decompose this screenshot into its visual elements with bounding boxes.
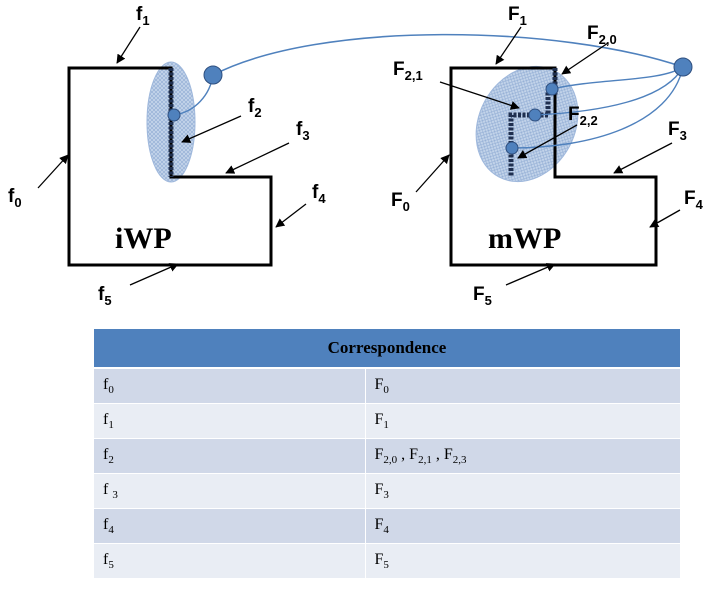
label-f5: f5 xyxy=(98,284,112,308)
symbol-base: F xyxy=(443,446,453,463)
right-part-name: mWP xyxy=(488,222,561,255)
connector-right-f22 xyxy=(511,66,684,149)
cell-right: F5 xyxy=(365,543,680,578)
cell-left: f1 xyxy=(94,403,366,439)
label-F4: F4 xyxy=(684,188,704,212)
label-F3: F3 xyxy=(668,119,687,143)
symbol-base: f xyxy=(103,411,109,428)
label-F20: F2,0 xyxy=(587,23,617,47)
symbol-subscript: 4 xyxy=(383,524,389,536)
symbol-subscript: 1 xyxy=(383,419,389,431)
arrow-f0 xyxy=(37,154,69,189)
arrow-F3 xyxy=(613,142,673,174)
left-part: iWP f1 f2 f3 f4 f0 f5 xyxy=(8,4,326,308)
arrow-F21 xyxy=(439,81,520,110)
cell-right: F3 xyxy=(365,473,680,509)
label-F1: F1 xyxy=(508,4,527,28)
arrow-F0 xyxy=(415,154,450,193)
cell-left: f2 xyxy=(94,438,366,474)
label-F0: F0 xyxy=(391,190,410,214)
feature-diagram: iWP f1 f2 f3 f4 f0 f5 mWP xyxy=(8,4,704,308)
arrow-f1 xyxy=(116,26,141,64)
symbol-base: f xyxy=(103,551,109,568)
symbol-subscript: 2,3 xyxy=(452,454,467,466)
symbol-subscript: 0 xyxy=(383,384,389,396)
arrow-f5 xyxy=(129,263,179,286)
right-node-f21 xyxy=(528,108,542,122)
symbol-base: F xyxy=(374,516,384,533)
symbol-base: F xyxy=(374,376,384,393)
arrow-f3 xyxy=(225,142,290,174)
left-node-f2 xyxy=(167,108,181,122)
symbol-separator: , xyxy=(397,446,410,463)
symbol-base: F xyxy=(374,481,384,498)
right-part: mWP F1 F2,0 F2,1 F2,2 F3 F4 xyxy=(391,4,704,308)
symbol-subscript: 0 xyxy=(108,384,114,396)
arrow-F5 xyxy=(505,263,556,286)
arrow-F4 xyxy=(649,209,681,228)
table-header: Correspondence xyxy=(94,329,680,369)
symbol-subscript: 2 xyxy=(108,454,114,466)
connector-right-f21 xyxy=(534,66,684,116)
symbol-subscript: 3 xyxy=(112,489,118,501)
symbol-base: F xyxy=(374,446,384,463)
left-node-connector xyxy=(203,65,223,85)
label-F5: F5 xyxy=(473,284,492,308)
right-node-f22 xyxy=(505,141,519,155)
cell-right: F4 xyxy=(365,508,680,544)
symbol-base: f xyxy=(103,376,109,393)
cell-right: F2,0 , F2,1 , F2,3 xyxy=(365,438,680,474)
cell-left: f5 xyxy=(94,543,366,578)
cell-left: f0 xyxy=(94,367,366,404)
symbol-subscript: 3 xyxy=(383,489,389,501)
symbol-subscript: 5 xyxy=(383,559,389,571)
symbol-base: F xyxy=(409,446,419,463)
symbol-base: f xyxy=(103,516,109,533)
connector-curve xyxy=(212,33,684,76)
left-part-name: iWP xyxy=(115,222,172,255)
label-f3: f3 xyxy=(296,119,310,143)
label-f4: f4 xyxy=(312,182,326,206)
arrow-F22 xyxy=(517,124,578,159)
label-F21: F2,1 xyxy=(393,59,423,83)
cell-right: F0 xyxy=(365,367,680,404)
symbol-subscript: 1 xyxy=(108,419,114,431)
label-f0: f0 xyxy=(8,186,22,210)
symbol-separator: , xyxy=(431,446,444,463)
symbol-subscript: 2,0 xyxy=(383,454,398,466)
right-node-connector xyxy=(673,57,693,77)
symbol-subscript: 5 xyxy=(108,559,114,571)
connector-right-f20 xyxy=(551,66,684,90)
label-f2: f2 xyxy=(248,96,262,120)
table-row: f5 F5 xyxy=(94,543,680,578)
table-header-row: Correspondence xyxy=(94,329,680,369)
symbol-base: f xyxy=(103,446,109,463)
arrow-f2 xyxy=(181,115,242,143)
arrow-F20 xyxy=(561,42,609,75)
symbol-subscript: 2,1 xyxy=(418,454,432,466)
label-f1: f1 xyxy=(136,4,150,28)
symbol-base: f xyxy=(103,481,109,498)
cell-left: f4 xyxy=(94,508,366,544)
symbol-subscript: 4 xyxy=(108,524,114,536)
cell-left: f 3 xyxy=(94,473,366,509)
label-F22: F2,2 xyxy=(568,104,598,128)
symbol-base: F xyxy=(374,551,384,568)
symbol-base: F xyxy=(374,411,384,428)
cell-right: F1 xyxy=(365,403,680,439)
arrow-F1 xyxy=(495,26,522,65)
arrow-f4 xyxy=(275,203,307,228)
right-node-f20 xyxy=(545,82,559,96)
